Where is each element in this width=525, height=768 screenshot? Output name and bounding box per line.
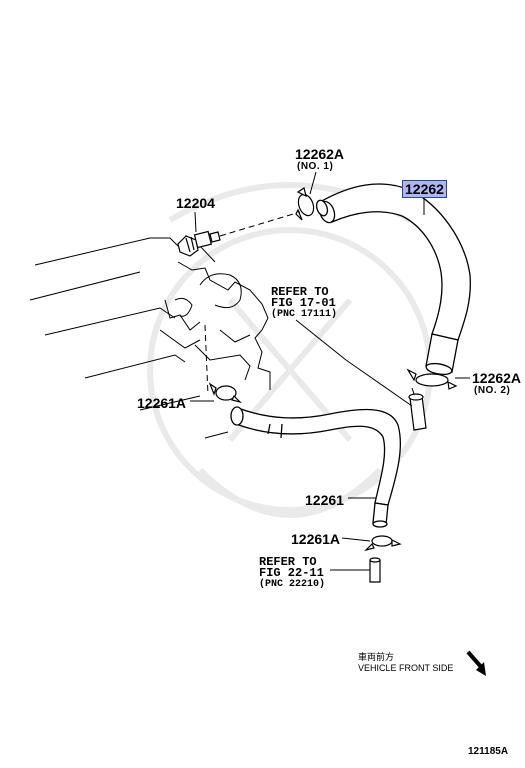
label-12204[interactable]: 12204 — [176, 195, 215, 211]
pipe-stub-right — [408, 393, 427, 431]
label-12261A-bottom[interactable]: 12261A — [291, 531, 341, 547]
label-12261A-left[interactable]: 12261A — [137, 395, 187, 411]
figure-id: 121185A — [468, 746, 509, 757]
ref2-line1: REFER TO — [259, 555, 317, 569]
front-direction-arrow — [466, 650, 486, 676]
label-12262[interactable]: 12262 — [402, 180, 447, 198]
pcv-valve — [177, 230, 221, 257]
engine-block — [29, 237, 271, 439]
label-12262A-top-no: (NO. 1) — [297, 161, 334, 172]
ref1-line3: (PNC 17111) — [271, 309, 338, 320]
clamp-12261A-left — [208, 382, 242, 404]
ref1-line2[interactable]: FIG 17-01 — [271, 296, 336, 310]
ref1-line1: REFER TO — [271, 285, 329, 299]
ref2-line3: (PNC 22210) — [259, 579, 326, 590]
vehicle-front-en: VEHICLE FRONT SIDE — [358, 663, 454, 673]
label-12262A-right[interactable]: 12262A — [472, 370, 522, 386]
ref2-line2[interactable]: FIG 22-11 — [259, 566, 324, 580]
clamp-12262A-no2 — [406, 368, 458, 390]
hose-12262 — [315, 183, 471, 376]
clamp-12261A-bottom — [364, 535, 402, 552]
vehicle-front-jp: 車両前方 — [358, 653, 395, 663]
clamp-12262A-no1 — [295, 187, 315, 221]
leader-lines — [190, 171, 470, 571]
pipe-stub-bottom — [369, 557, 381, 583]
label-12261[interactable]: 12261 — [305, 492, 344, 508]
hose-12261 — [230, 406, 401, 528]
label-12262A-right-no: (NO. 2) — [474, 385, 511, 396]
label-12262A-top[interactable]: 12262A — [295, 146, 345, 162]
